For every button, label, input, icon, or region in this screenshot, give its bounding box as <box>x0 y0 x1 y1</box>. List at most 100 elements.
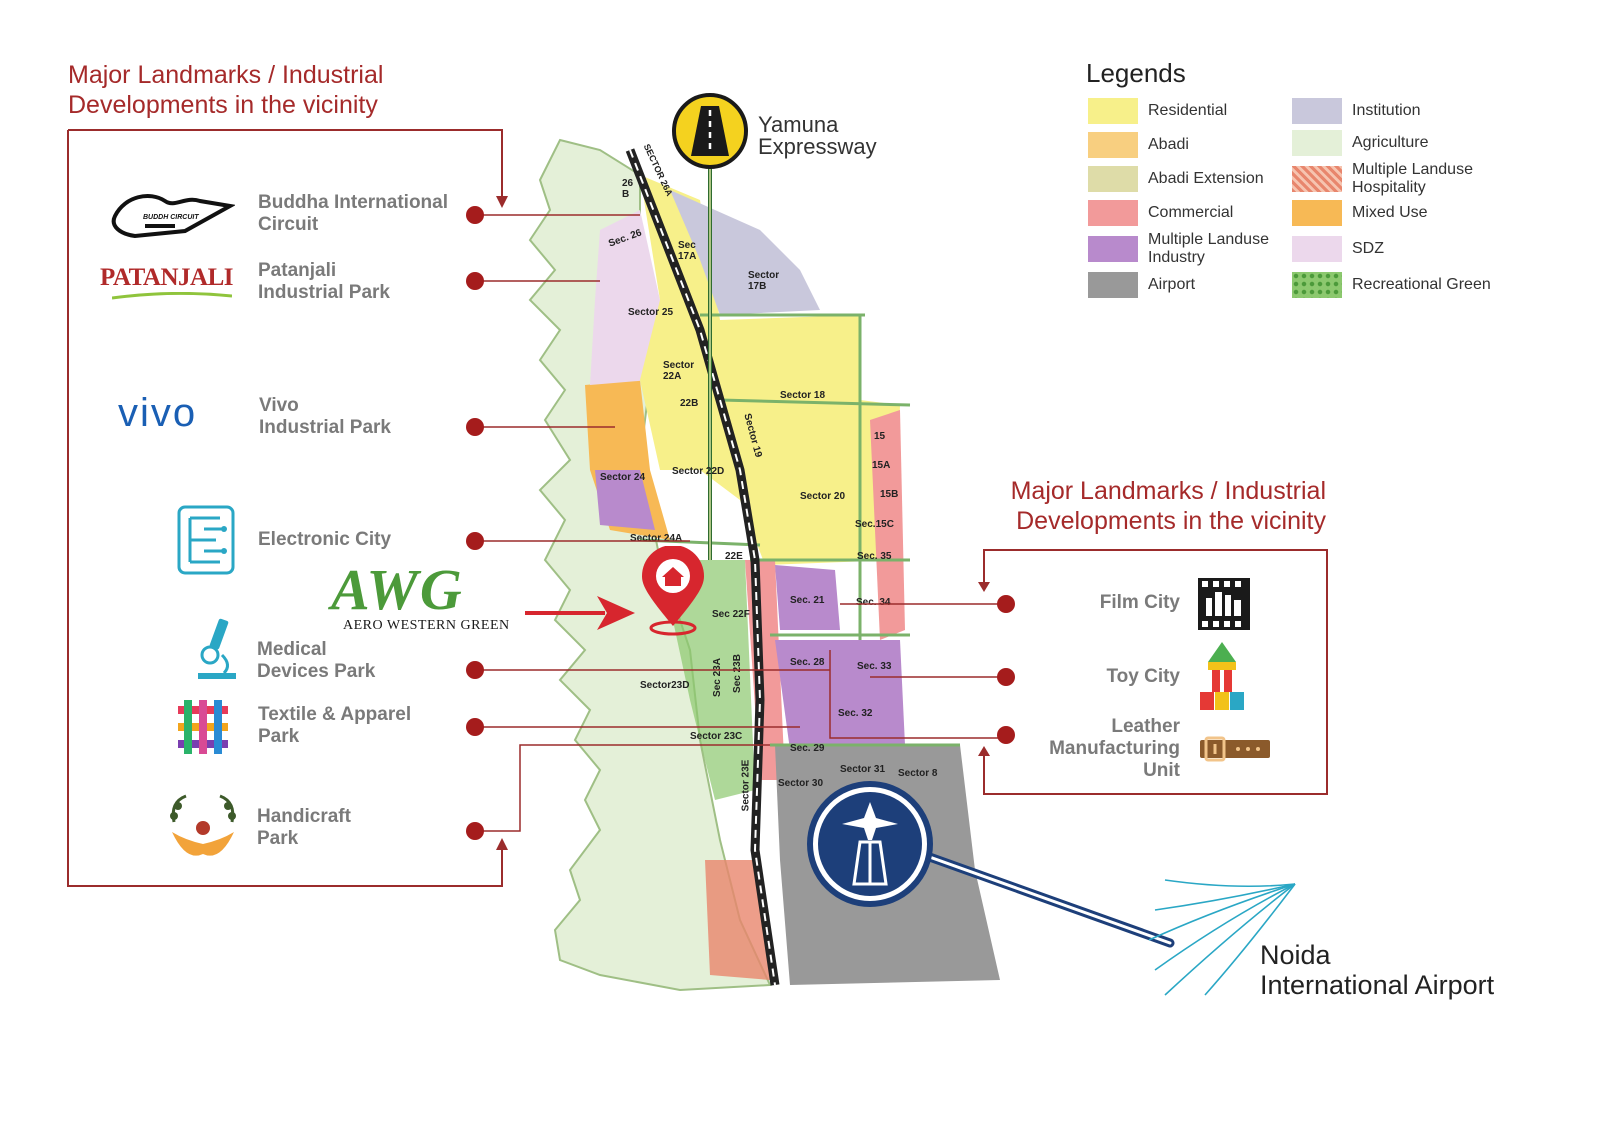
legend-item-abadi: Abadi <box>1088 130 1189 160</box>
sector-label: 26 B <box>622 178 634 200</box>
region-industry-24 <box>595 470 655 530</box>
sector-roads <box>639 313 960 747</box>
legend-label: SDZ <box>1352 240 1384 257</box>
legend-item-sdz: SDZ <box>1292 234 1384 264</box>
right-panel-heading: Major Landmarks / Industrial Development… <box>960 476 1326 536</box>
expressway-label: Yamuna Expressway <box>758 114 877 158</box>
left-heading-line2: Developments in the vicinity <box>68 91 378 119</box>
legend-item-residential: Residential <box>1088 96 1227 126</box>
region-institution-17a <box>670 190 820 315</box>
label-medical: Medical Devices Park <box>257 639 375 683</box>
label-patanjali-line2: Industrial Park <box>258 282 390 303</box>
woven-fabric-icon <box>178 700 228 754</box>
label-leather: Leather Manufacturing Unit <box>1020 716 1180 782</box>
legend-label: Recreational Green <box>1352 276 1491 293</box>
legend-swatch <box>1292 98 1342 124</box>
label-medical-line2: Devices Park <box>257 661 376 682</box>
label-leather-line3: Unit <box>1143 760 1180 781</box>
sector-label: Sec. 34 <box>856 597 891 608</box>
sector-label: Sector 8 <box>898 768 938 779</box>
sector-label: 15 <box>874 431 886 442</box>
awg-logo-text: AWG <box>331 557 464 622</box>
sector-label: Sector 22A <box>663 360 695 382</box>
legend-item-institution: Institution <box>1292 96 1420 126</box>
label-vivo-line1: Vivo <box>259 395 299 416</box>
legend-item-agriculture: Agriculture <box>1292 128 1428 158</box>
right-heading-line2: Developments in the vicinity <box>1016 507 1326 535</box>
sector-label: Sec 22F <box>712 609 750 620</box>
sector-label: 15B <box>880 489 899 500</box>
sector-label: 22B <box>680 398 699 409</box>
sector-label: Sector 22D <box>672 466 725 477</box>
label-textile-line2: Park <box>258 726 300 747</box>
label-buddha-line1: Buddha International <box>258 192 448 213</box>
region-sdz <box>590 210 660 385</box>
sector-label: 15A <box>872 460 891 471</box>
airport-wing-logo <box>1148 879 1296 996</box>
legend-item-hospitality: Multiple Landuse Hospitality <box>1292 161 1473 197</box>
legend-item-mixed-use: Mixed Use <box>1292 198 1428 228</box>
legend-swatch <box>1292 166 1342 192</box>
expressway-line1: Yamuna <box>758 112 839 137</box>
airport-line1: Noida <box>1260 940 1331 970</box>
label-toy-city: Toy City <box>1106 666 1180 687</box>
sector-label: Sector 30 <box>778 778 824 789</box>
label-medical-line1: Medical <box>257 639 327 660</box>
legend-label: Residential <box>1148 102 1228 119</box>
label-vivo: Vivo Industrial Park <box>259 395 391 439</box>
label-handicraft-line1: Handicraft <box>257 806 351 827</box>
vivo-logo: vivo <box>118 391 198 435</box>
legend-swatch <box>1088 98 1138 124</box>
legend-swatch <box>1088 132 1138 158</box>
legend-swatch <box>1292 200 1342 226</box>
sector-label: Sec. 35 <box>857 551 892 562</box>
label-textile-line1: Textile & Apparel <box>258 704 412 725</box>
sector-label: Sec. 32 <box>838 708 873 719</box>
airport-marker <box>905 845 1175 948</box>
race-circuit-icon: BUDDH CIRCUIT <box>111 194 235 239</box>
airport-label: Noida International Airport <box>1260 940 1494 1000</box>
legend-swatch <box>1292 272 1342 298</box>
sector-label: Sector 18 <box>780 390 826 401</box>
region-industry-28 <box>775 640 905 750</box>
hands-wreath-icon <box>170 794 236 856</box>
sector-label: Sector 24 <box>600 472 646 483</box>
airport-line2: International Airport <box>1260 970 1495 1000</box>
left-heading-line1: Major Landmarks / Industrial <box>68 61 384 89</box>
legend-label: Multiple Landuse Industry <box>1148 231 1269 267</box>
label-buddha: Buddha International Circuit <box>258 192 448 236</box>
legend-label-line1: Multiple Landuse <box>1352 161 1473 178</box>
landmark-vivo: vivo Vivo Industrial Park <box>100 391 480 455</box>
sector-label: Sec. 21 <box>790 595 825 606</box>
legend-label: Agriculture <box>1352 134 1429 151</box>
awg-subtitle: AERO WESTERN GREEN <box>343 618 510 633</box>
sector-label: Sector 25 <box>628 307 674 318</box>
landmark-handicraft: Handicraft Park <box>100 792 480 867</box>
landmark-textile: Textile & Apparel Park <box>100 696 480 761</box>
landmark-patanjali: PATANJALI Patanjali Industrial Park <box>100 258 480 318</box>
sector-label: Sec.15C <box>855 519 894 530</box>
legend-label: Airport <box>1148 276 1196 293</box>
left-panel-heading: Major Landmarks / Industrial Development… <box>68 60 468 120</box>
circuit-e-icon <box>177 505 235 575</box>
region-commercial-east <box>870 410 905 640</box>
legend-swatch <box>1088 200 1138 226</box>
label-vivo-line2: Industrial Park <box>259 417 391 438</box>
label-handicraft-line2: Park <box>257 828 299 849</box>
legend-label: Multiple Landuse Hospitality <box>1352 161 1473 197</box>
buddha-logo-text: BUDDH CIRCUIT <box>143 214 199 221</box>
legend-swatch <box>1292 236 1342 262</box>
label-buddha-line2: Circuit <box>258 214 319 235</box>
legend-item-commercial: Commercial <box>1088 198 1233 228</box>
region-hospitality <box>705 860 770 980</box>
legend-label-line2: Hospitality <box>1352 179 1426 196</box>
sector-label: Sec. 29 <box>790 743 825 754</box>
label-film-city: Film City <box>1099 592 1180 613</box>
legend-label: Commercial <box>1148 204 1234 221</box>
legend-label: Institution <box>1352 102 1421 119</box>
home-location-pin-icon[interactable] <box>638 546 708 638</box>
legend-swatch <box>1292 130 1342 156</box>
label-patanjali: Patanjali Industrial Park <box>258 260 390 304</box>
legend-item-airport: Airport <box>1088 270 1195 300</box>
project-awg: AWG AERO WESTERN GREEN <box>325 557 525 640</box>
